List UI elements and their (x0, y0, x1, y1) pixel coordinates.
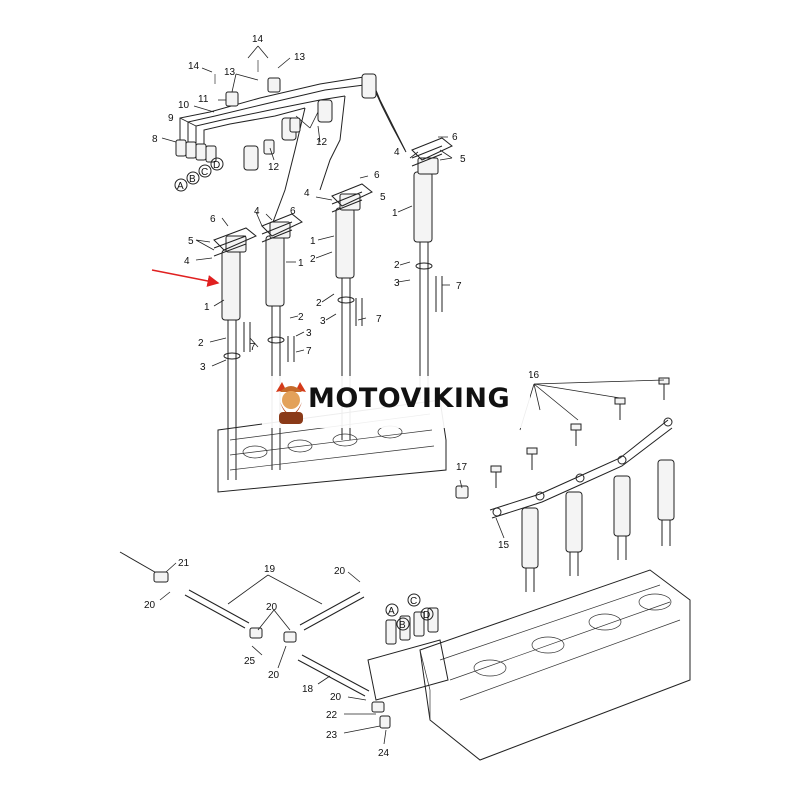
callout-17: 17 (456, 462, 468, 473)
callout-16: 16 (528, 370, 540, 381)
callout-3: 3 (306, 328, 312, 339)
leak-off-rail (489, 417, 673, 519)
rail-bolts (490, 377, 670, 488)
callout-4: 4 (184, 256, 190, 267)
callout-8: 8 (152, 134, 158, 145)
letter-callouts-upper: A B C D (174, 157, 224, 192)
callout-23: 23 (326, 730, 338, 741)
callout-1: 1 (310, 236, 316, 247)
callout-1: 1 (298, 258, 304, 269)
callout-6: 6 (210, 214, 216, 225)
watermark-text: MOTOVIKING (308, 383, 511, 414)
callout-2: 2 (316, 298, 322, 309)
callout-labels: 14 14 13 13 11 10 9 8 12 12 6 4 5 6 1 2 … (144, 34, 540, 759)
hold-down-studs (243, 276, 443, 362)
callout-5: 5 (188, 236, 194, 247)
callout-25: 25 (244, 656, 256, 667)
callout-12: 12 (268, 162, 280, 173)
callout-13: 13 (224, 67, 236, 78)
highlight-arrow (151, 269, 220, 287)
callout-13: 13 (294, 52, 306, 63)
callout-22: 22 (326, 710, 338, 721)
callout-20: 20 (266, 602, 278, 613)
callout-5: 5 (380, 192, 386, 203)
callout-2: 2 (394, 260, 400, 271)
callout-20: 20 (144, 600, 156, 611)
callout-20: 20 (334, 566, 346, 577)
cylinder-head-lower (419, 569, 691, 761)
callout-24: 24 (378, 748, 390, 759)
callout-20: 20 (330, 692, 342, 703)
callout-3: 3 (394, 278, 400, 289)
callout-6: 6 (290, 206, 296, 217)
callout-letter-d: D (213, 160, 220, 171)
callout-18: 18 (302, 684, 314, 695)
callout-10: 10 (178, 100, 190, 111)
callout-4: 4 (304, 188, 310, 199)
callout-2: 2 (298, 312, 304, 323)
letter-callouts-lower: A B C D (385, 593, 434, 631)
callout-2: 2 (310, 254, 316, 265)
callout-3: 3 (200, 362, 206, 373)
callout-11: 11 (198, 94, 209, 105)
callout-7: 7 (456, 281, 462, 292)
callout-1: 1 (204, 302, 210, 313)
callout-7: 7 (306, 346, 312, 357)
injector-3 (331, 183, 373, 440)
callout-19: 19 (264, 564, 276, 575)
callout-15: 15 (498, 540, 510, 551)
callout-4: 4 (394, 147, 400, 158)
callout-14: 14 (252, 34, 264, 45)
lower-injectors (521, 459, 675, 592)
callout-6: 6 (374, 170, 380, 181)
leader-lines (159, 45, 665, 745)
callout-letter-a: A (177, 181, 184, 192)
callout-letter-c: C (410, 596, 417, 607)
callout-7: 7 (250, 342, 256, 353)
callout-12: 12 (316, 137, 328, 148)
callout-14: 14 (188, 61, 200, 72)
watermark-band (262, 376, 530, 428)
injector-4 (411, 137, 453, 400)
injector-1 (213, 227, 257, 480)
clip-17 (455, 485, 469, 499)
callout-21: 21 (178, 558, 190, 569)
callout-2: 2 (198, 338, 204, 349)
callout-letter-a: A (388, 606, 395, 617)
callout-letter-b: B (399, 620, 406, 631)
callout-6: 6 (452, 132, 458, 143)
callout-20: 20 (268, 670, 280, 681)
return-pipes (119, 551, 391, 729)
callout-letter-d: D (423, 610, 430, 621)
callout-letter-c: C (201, 167, 208, 178)
viking-logo-icon (276, 382, 306, 424)
callout-7: 7 (376, 314, 382, 325)
callout-1: 1 (392, 208, 398, 219)
callout-letter-b: B (189, 174, 196, 185)
fuel-line-assembly (175, 60, 407, 231)
callout-9: 9 (168, 113, 174, 124)
callout-4: 4 (254, 206, 260, 217)
return-block (367, 607, 449, 701)
callout-5: 5 (460, 154, 466, 165)
callout-3: 3 (320, 316, 326, 327)
